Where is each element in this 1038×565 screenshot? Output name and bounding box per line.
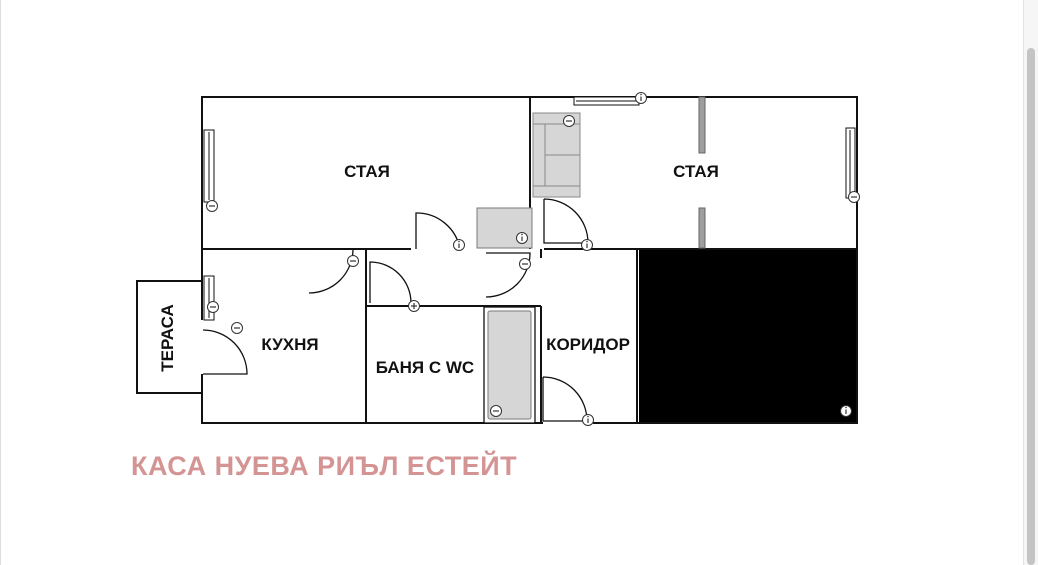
room-label-corridor: КОРИДОР (546, 335, 630, 354)
room-label-terrace: ТЕРАСА (158, 304, 177, 372)
info-icon[interactable] (581, 239, 593, 251)
minus-icon[interactable] (848, 191, 860, 203)
minus-icon[interactable] (563, 115, 575, 127)
room-label-room-1: СТАЯ (344, 162, 390, 181)
blocked-area (639, 249, 857, 423)
minus-icon[interactable] (490, 405, 502, 417)
bathtub (483, 306, 536, 424)
watermark-text: КАСА НУЕВА РИЪЛ ЕСТЕЙТ (131, 450, 517, 481)
room-label-bathroom: БАНЯ С WC (376, 358, 474, 377)
minus-icon[interactable] (519, 258, 531, 270)
room-label-kitchen: КУХНЯ (261, 335, 318, 354)
room-label-room-2: СТАЯ (673, 162, 719, 181)
info-icon[interactable] (453, 239, 465, 251)
minus-icon[interactable] (206, 200, 218, 212)
plus-icon[interactable] (408, 300, 420, 312)
sofa (532, 112, 581, 198)
page-edge (0, 0, 1, 565)
info-icon[interactable] (582, 414, 594, 426)
minus-icon[interactable] (347, 255, 359, 267)
info-icon[interactable] (840, 405, 852, 417)
windows (203, 96, 856, 321)
minus-icon[interactable] (231, 322, 243, 334)
minus-icon[interactable] (207, 301, 219, 313)
partitions (698, 96, 706, 249)
scrollbar-thumb[interactable] (1027, 48, 1035, 565)
info-icon[interactable] (635, 92, 647, 104)
info-icon[interactable] (516, 232, 528, 244)
scrollbar-track[interactable] (1023, 0, 1038, 565)
